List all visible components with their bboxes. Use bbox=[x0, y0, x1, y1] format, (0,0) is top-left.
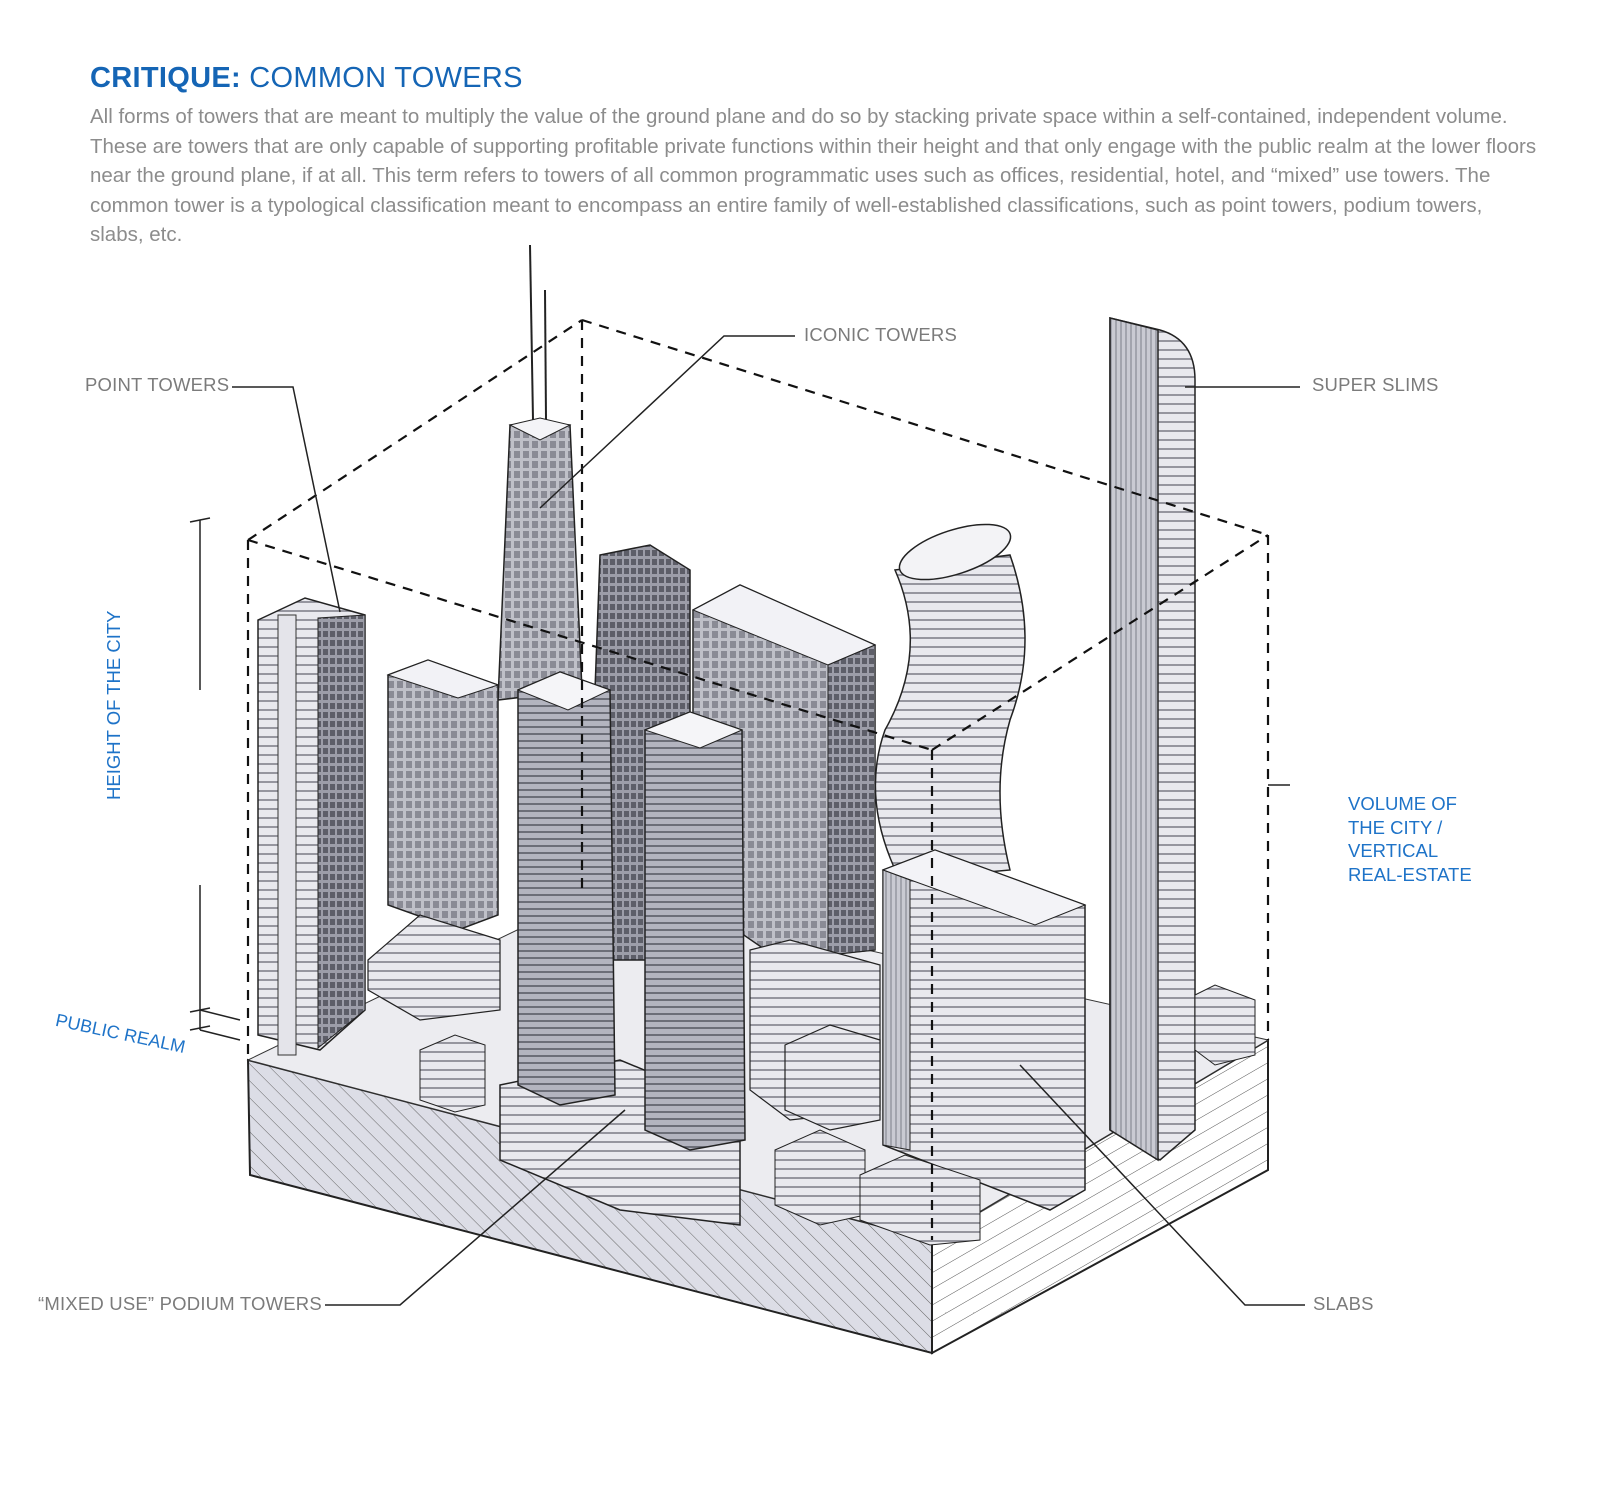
lowrise-4 bbox=[1194, 984, 1256, 1066]
label-super-slims: SUPER SLIMS bbox=[1312, 374, 1439, 395]
slab-tower bbox=[881, 849, 1087, 1211]
lowrise-3 bbox=[859, 1154, 981, 1246]
city-volume-dashes bbox=[246, 318, 1270, 1240]
podium-left bbox=[367, 914, 501, 1021]
label-iconic-towers: ICONIC TOWERS bbox=[804, 324, 958, 345]
leader-lines bbox=[232, 335, 1305, 1306]
page-title: CRITIQUE: COMMON TOWERS bbox=[90, 62, 523, 95]
label-mixed-use: “MIXED USE” PODIUM TOWERS bbox=[38, 1293, 322, 1314]
height-dimension bbox=[189, 517, 241, 1041]
description-text: All forms of towers that are meant to mu… bbox=[90, 105, 1537, 246]
point-tower-left bbox=[257, 597, 366, 1056]
podium-towers bbox=[499, 671, 746, 1226]
twisted-tower bbox=[874, 523, 1026, 881]
box-tower-left bbox=[386, 659, 500, 931]
label-slabs: SLABS bbox=[1313, 1293, 1374, 1314]
volume-line-4: REAL-ESTATE bbox=[1348, 863, 1472, 885]
volume-line-3: VERTICAL bbox=[1348, 840, 1439, 861]
label-volume-of-city: VOLUME OF THE CITY / VERTICAL REAL-ESTAT… bbox=[1348, 792, 1472, 886]
iconic-tower bbox=[497, 244, 583, 701]
title-light: COMMON TOWERS bbox=[240, 62, 523, 94]
lowrise-1 bbox=[419, 1034, 486, 1113]
label-point-towers: POINT TOWERS bbox=[85, 374, 230, 395]
super-slim-tower bbox=[1109, 317, 1196, 1162]
mid-building-2 bbox=[784, 1024, 881, 1131]
lowrise-2 bbox=[774, 1129, 866, 1226]
title-bold: CRITIQUE: bbox=[90, 62, 241, 94]
volume-line-2: THE CITY / bbox=[1348, 816, 1443, 838]
label-height-of-city: HEIGHT OF THE CITY bbox=[103, 610, 124, 800]
volume-line-1: VOLUME OF bbox=[1348, 793, 1457, 814]
